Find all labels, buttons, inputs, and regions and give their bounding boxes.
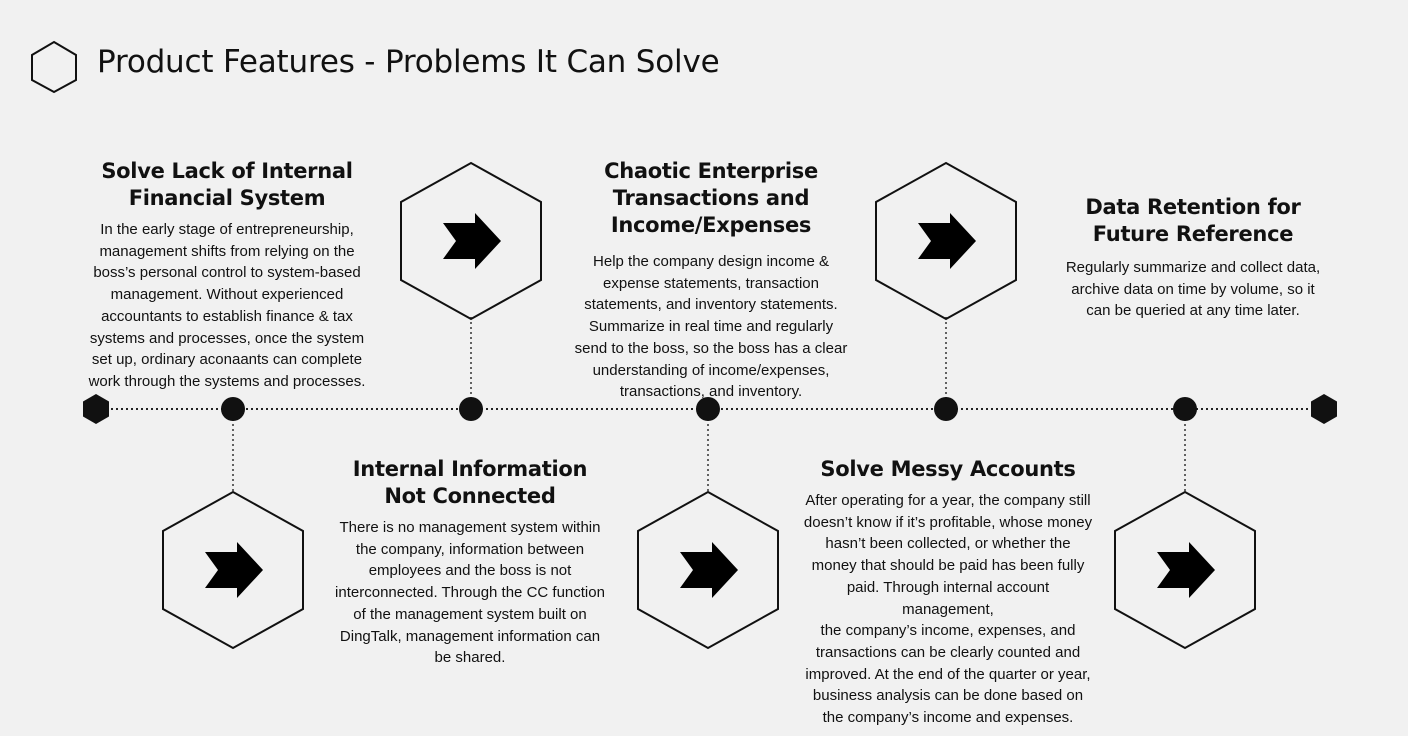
- feature-block-internal-information: Internal Information Not Connected There…: [326, 456, 614, 669]
- connectors: [232, 316, 1186, 492]
- timeline-node-3: [696, 397, 720, 421]
- feature-block-lack-of-financial-system: Solve Lack of Internal Financial System …: [86, 158, 368, 393]
- feature-description: After operating for a year, the company …: [803, 492, 1093, 727]
- feature-description: Regularly summarize and collect data, ar…: [1065, 259, 1321, 320]
- timeline-node-5: [1173, 397, 1197, 421]
- feature-title: Chaotic Enterprise Transactions and Inco…: [604, 159, 818, 237]
- hexagon-filled-icon: [83, 394, 109, 424]
- feature-description: In the early stage of entrepreneurship, …: [88, 221, 366, 390]
- feature-title: Data Retention for Future Reference: [1085, 195, 1301, 246]
- arrow-right-icon: [918, 213, 976, 269]
- feature-title: Solve Messy Accounts: [820, 457, 1076, 481]
- feature-description: Help the company design income & expense…: [574, 253, 848, 401]
- page-title: Product Features - Problems It Can Solve: [97, 44, 720, 80]
- arrow-right-icon: [443, 213, 501, 269]
- feature-icon-1: [162, 490, 304, 650]
- feature-icon-2: [400, 161, 542, 321]
- feature-icon-3: [637, 490, 779, 650]
- hexagon-outline-icon: [637, 490, 779, 650]
- arrow-right-icon: [205, 542, 263, 598]
- hexagon-filled-icon: [1311, 394, 1337, 424]
- feature-icon-5: [1114, 490, 1256, 650]
- arrow-right-icon: [1157, 542, 1215, 598]
- feature-description: There is no management system within the…: [335, 519, 605, 667]
- timeline-node-1: [221, 397, 245, 421]
- feature-block-data-retention: Data Retention for Future Reference Regu…: [1050, 194, 1336, 322]
- timeline-node-4: [934, 397, 958, 421]
- arrow-right-icon: [680, 542, 738, 598]
- feature-title: Internal Information Not Connected: [352, 457, 588, 508]
- hexagon-outline-icon: [162, 490, 304, 650]
- hexagon-outline-icon: [400, 161, 542, 321]
- feature-title: Solve Lack of Internal Financial System: [101, 159, 353, 210]
- feature-block-messy-accounts: Solve Messy Accounts After operating for…: [800, 456, 1096, 729]
- hexagon-outline-icon: [31, 40, 77, 94]
- hexagon-outline-icon: [1114, 490, 1256, 650]
- feature-icon-4: [875, 161, 1017, 321]
- timeline-node-2: [459, 397, 483, 421]
- feature-block-chaotic-transactions: Chaotic Enterprise Transactions and Inco…: [566, 158, 856, 403]
- hexagon-outline-icon: [875, 161, 1017, 321]
